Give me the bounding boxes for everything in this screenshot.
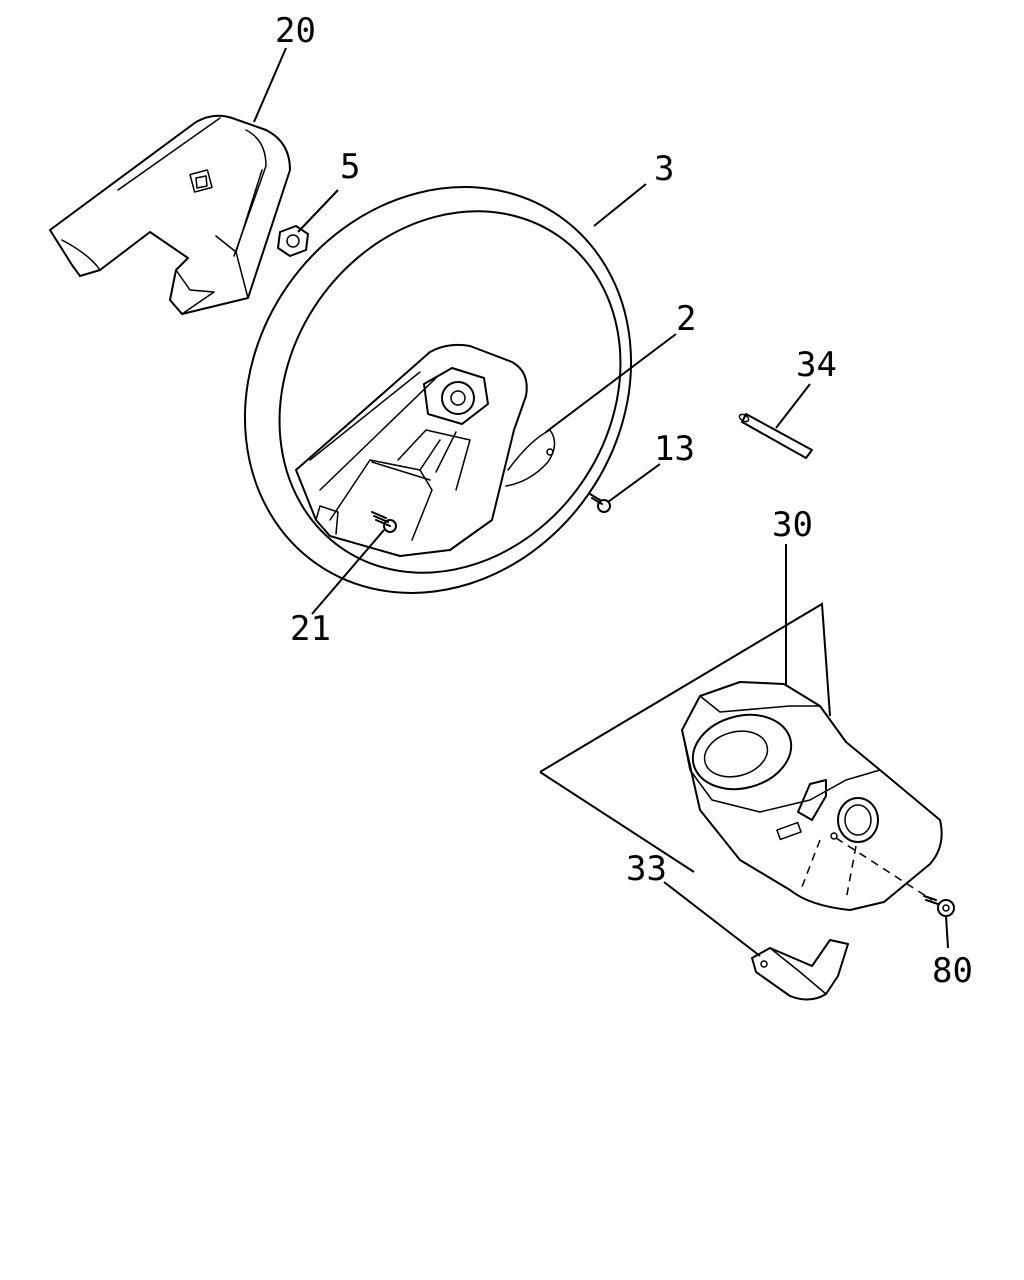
callout-13: 13 xyxy=(654,429,695,469)
part-3-steering-wheel xyxy=(243,186,633,594)
callouts: 20 5 3 2 34 13 21 30 33 80 xyxy=(275,11,973,991)
callout-5: 5 xyxy=(340,147,360,187)
leader-33b xyxy=(663,881,761,957)
part-33-bracket xyxy=(751,939,849,1001)
leader-30b xyxy=(539,602,831,773)
leader-34 xyxy=(775,383,811,429)
part-13-screw xyxy=(589,493,611,513)
leader-2 xyxy=(545,333,677,433)
leader-80-dash xyxy=(835,837,933,901)
part-80-screw xyxy=(923,895,955,917)
leader-3 xyxy=(593,183,647,227)
callout-2: 2 xyxy=(676,299,696,339)
leader-20 xyxy=(253,47,287,123)
callout-80: 80 xyxy=(932,951,973,991)
leader-5 xyxy=(297,189,339,233)
callout-21: 21 xyxy=(290,609,331,649)
leader-lines xyxy=(253,47,949,957)
part-30-column-cover xyxy=(681,681,943,911)
callout-3: 3 xyxy=(654,149,674,189)
callout-34: 34 xyxy=(796,345,837,385)
leader-80 xyxy=(945,915,949,949)
leader-21 xyxy=(311,529,385,615)
leader-33a xyxy=(539,771,695,873)
callout-33: 33 xyxy=(626,849,667,889)
callout-30: 30 xyxy=(772,505,813,545)
part-21-screw xyxy=(371,511,397,533)
part-34-pin xyxy=(738,413,813,459)
leader-13 xyxy=(607,463,661,503)
part-20-horn-pad xyxy=(49,114,291,315)
callout-20: 20 xyxy=(275,11,316,51)
part-5-nut xyxy=(277,225,309,257)
